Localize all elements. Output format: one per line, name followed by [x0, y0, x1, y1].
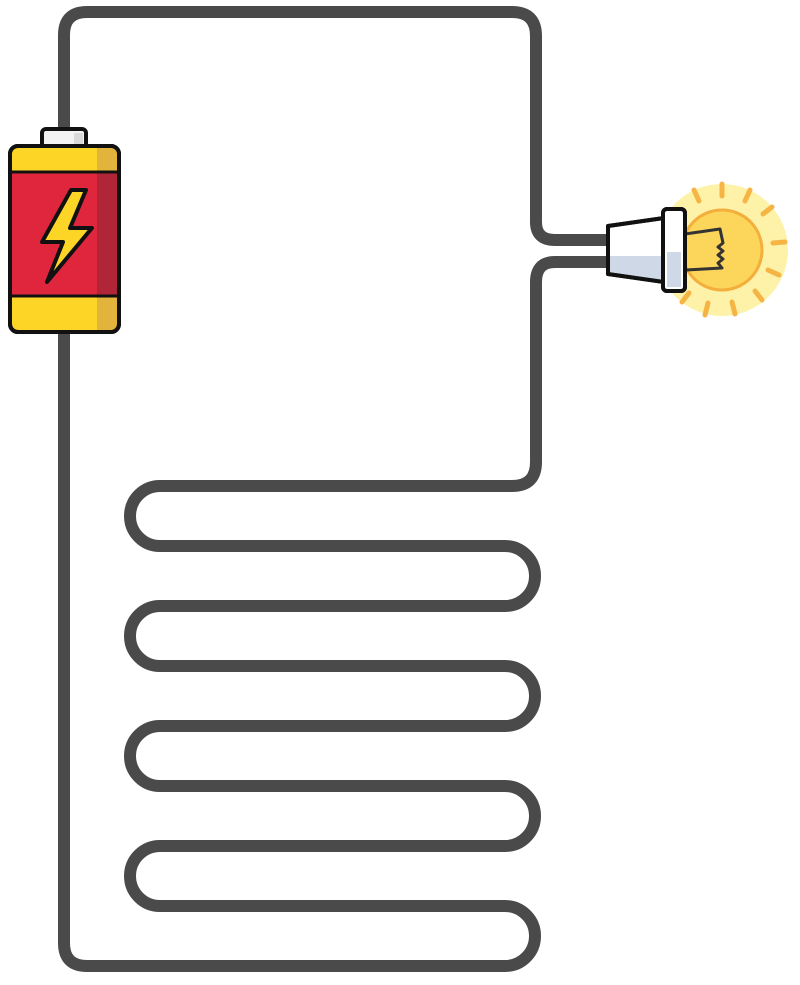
light-bulb-icon [606, 181, 788, 318]
battery-lightning-icon [8, 127, 121, 334]
lightning-bolt-icon [40, 188, 94, 284]
wire-top [58, 6, 618, 246]
bulb-rays [679, 181, 788, 318]
bulb-filament [684, 227, 725, 272]
wire-coil [58, 256, 618, 972]
